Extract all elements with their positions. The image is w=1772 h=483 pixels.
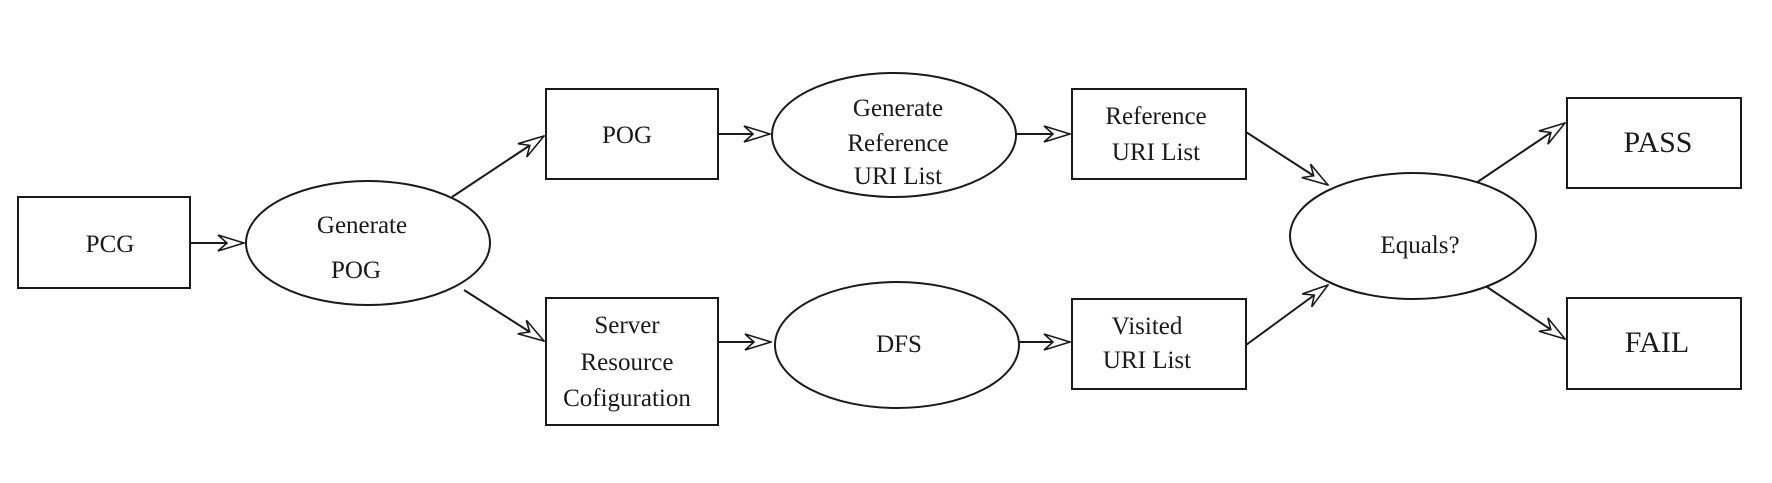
edge-equals-to-fail (1483, 284, 1565, 339)
pog-box (545, 88, 719, 180)
node-visited-uri-list: Visited URI List (1071, 298, 1247, 390)
server-config-line2: Resource (580, 349, 673, 376)
ref-list-line2: URI List (1112, 139, 1200, 166)
node-server-resource-config: Server Resource Cofiguration (545, 297, 719, 426)
edge-generate-pog-to-pog (451, 136, 544, 198)
visited-list-line1: Visited (1112, 313, 1183, 340)
node-pcg: PCG (17, 196, 191, 289)
pog-label: POG (602, 122, 652, 149)
dfs-ellipse (774, 281, 1020, 409)
node-reference-uri-list: Reference URI List (1071, 88, 1247, 180)
edges (190, 123, 1565, 345)
equals-label: Equals? (1380, 232, 1459, 259)
fail-label: FAIL (1625, 326, 1689, 359)
edge-generate-pog-to-server-config (463, 289, 544, 341)
pcg-label: PCG (86, 231, 135, 258)
generate-ref-line3: URI List (854, 163, 942, 190)
generate-pog-ellipse (245, 180, 491, 306)
server-config-line1: Server (594, 312, 660, 339)
pass-label: PASS (1624, 126, 1693, 159)
edge-equals-to-pass (1475, 123, 1565, 184)
ref-list-box (1071, 88, 1247, 180)
generate-ref-ellipse (771, 72, 1017, 198)
pcg-box (17, 196, 191, 289)
generate-ref-line2: Reference (847, 130, 948, 157)
node-pass: PASS (1566, 97, 1742, 189)
equals-ellipse (1289, 172, 1537, 300)
server-config-box (545, 297, 719, 426)
node-generate-reference: Generate Reference URI List (771, 72, 1017, 198)
visited-list-line2: URI List (1103, 347, 1191, 374)
fail-box (1566, 297, 1742, 390)
server-config-line3: Cofiguration (563, 385, 691, 412)
ref-list-line1: Reference (1105, 103, 1206, 130)
node-equals: Equals? (1289, 172, 1537, 300)
dfs-label: DFS (876, 331, 922, 358)
edge-ref-list-to-equals (1245, 131, 1328, 185)
generate-ref-line1: Generate (853, 95, 943, 122)
edge-visited-list-to-equals (1245, 285, 1328, 346)
node-pog: POG (545, 88, 719, 180)
node-generate-pog: Generate POG (245, 180, 491, 306)
generate-pog-line2: POG (331, 257, 381, 284)
node-dfs: DFS (774, 281, 1020, 409)
pass-box (1566, 97, 1742, 189)
visited-list-box (1071, 298, 1247, 390)
node-fail: FAIL (1566, 297, 1742, 390)
generate-pog-line1: Generate (317, 212, 407, 239)
